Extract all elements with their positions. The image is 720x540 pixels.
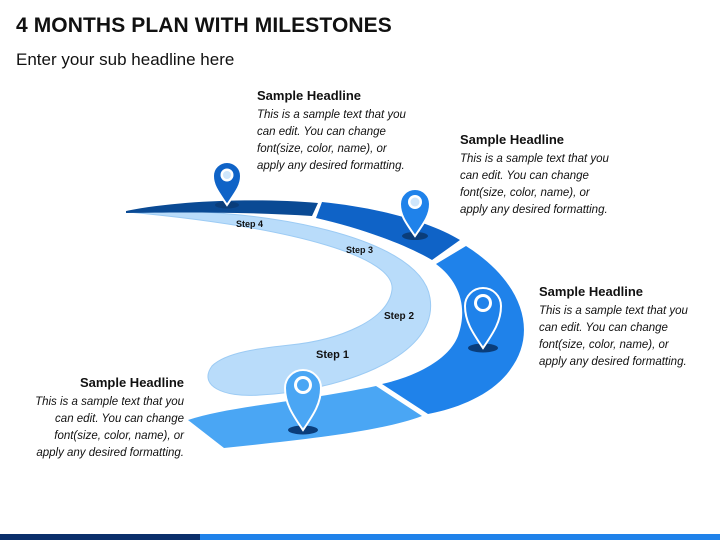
step-label-1: Step 1 xyxy=(316,349,349,361)
step-label-3: Step 3 xyxy=(346,245,373,255)
milestone-headline: Sample Headline xyxy=(539,284,644,299)
page-title: 4 MONTHS PLAN WITH MILESTONES xyxy=(16,14,392,37)
milestone-block-4: Sample Headline This is a sample text th… xyxy=(257,88,417,175)
footer-bar-dark xyxy=(0,534,200,540)
milestone-text: This is a sample text that you can edit.… xyxy=(257,109,406,172)
page-subtitle: Enter your sub headline here xyxy=(16,50,235,69)
milestone-headline: Sample Headline xyxy=(257,88,362,103)
road-segment-3 xyxy=(316,202,460,260)
pin-icon xyxy=(283,369,323,435)
milestone-block-1: Sample Headline This is a sample text th… xyxy=(24,375,184,462)
footer-bar xyxy=(0,534,720,540)
step-label-4: Step 4 xyxy=(236,219,263,229)
milestone-block-3: Sample Headline This is a sample text th… xyxy=(460,132,620,219)
pin-icon xyxy=(398,188,432,240)
milestone-block-2: Sample Headline This is a sample text th… xyxy=(539,284,699,371)
inner-ribbon xyxy=(127,210,432,396)
footer-bar-light xyxy=(200,534,720,540)
pin-icon xyxy=(463,287,503,353)
step-label-2: Step 2 xyxy=(384,311,414,322)
milestone-headline: Sample Headline xyxy=(79,375,184,390)
milestone-headline: Sample Headline xyxy=(460,132,565,147)
road-segment-4 xyxy=(126,200,318,216)
milestone-text: This is a sample text that you can edit.… xyxy=(35,396,184,459)
milestone-text: This is a sample text that you can edit.… xyxy=(460,153,609,216)
milestone-text: This is a sample text that you can edit.… xyxy=(539,305,688,368)
pin-icon xyxy=(211,161,243,209)
